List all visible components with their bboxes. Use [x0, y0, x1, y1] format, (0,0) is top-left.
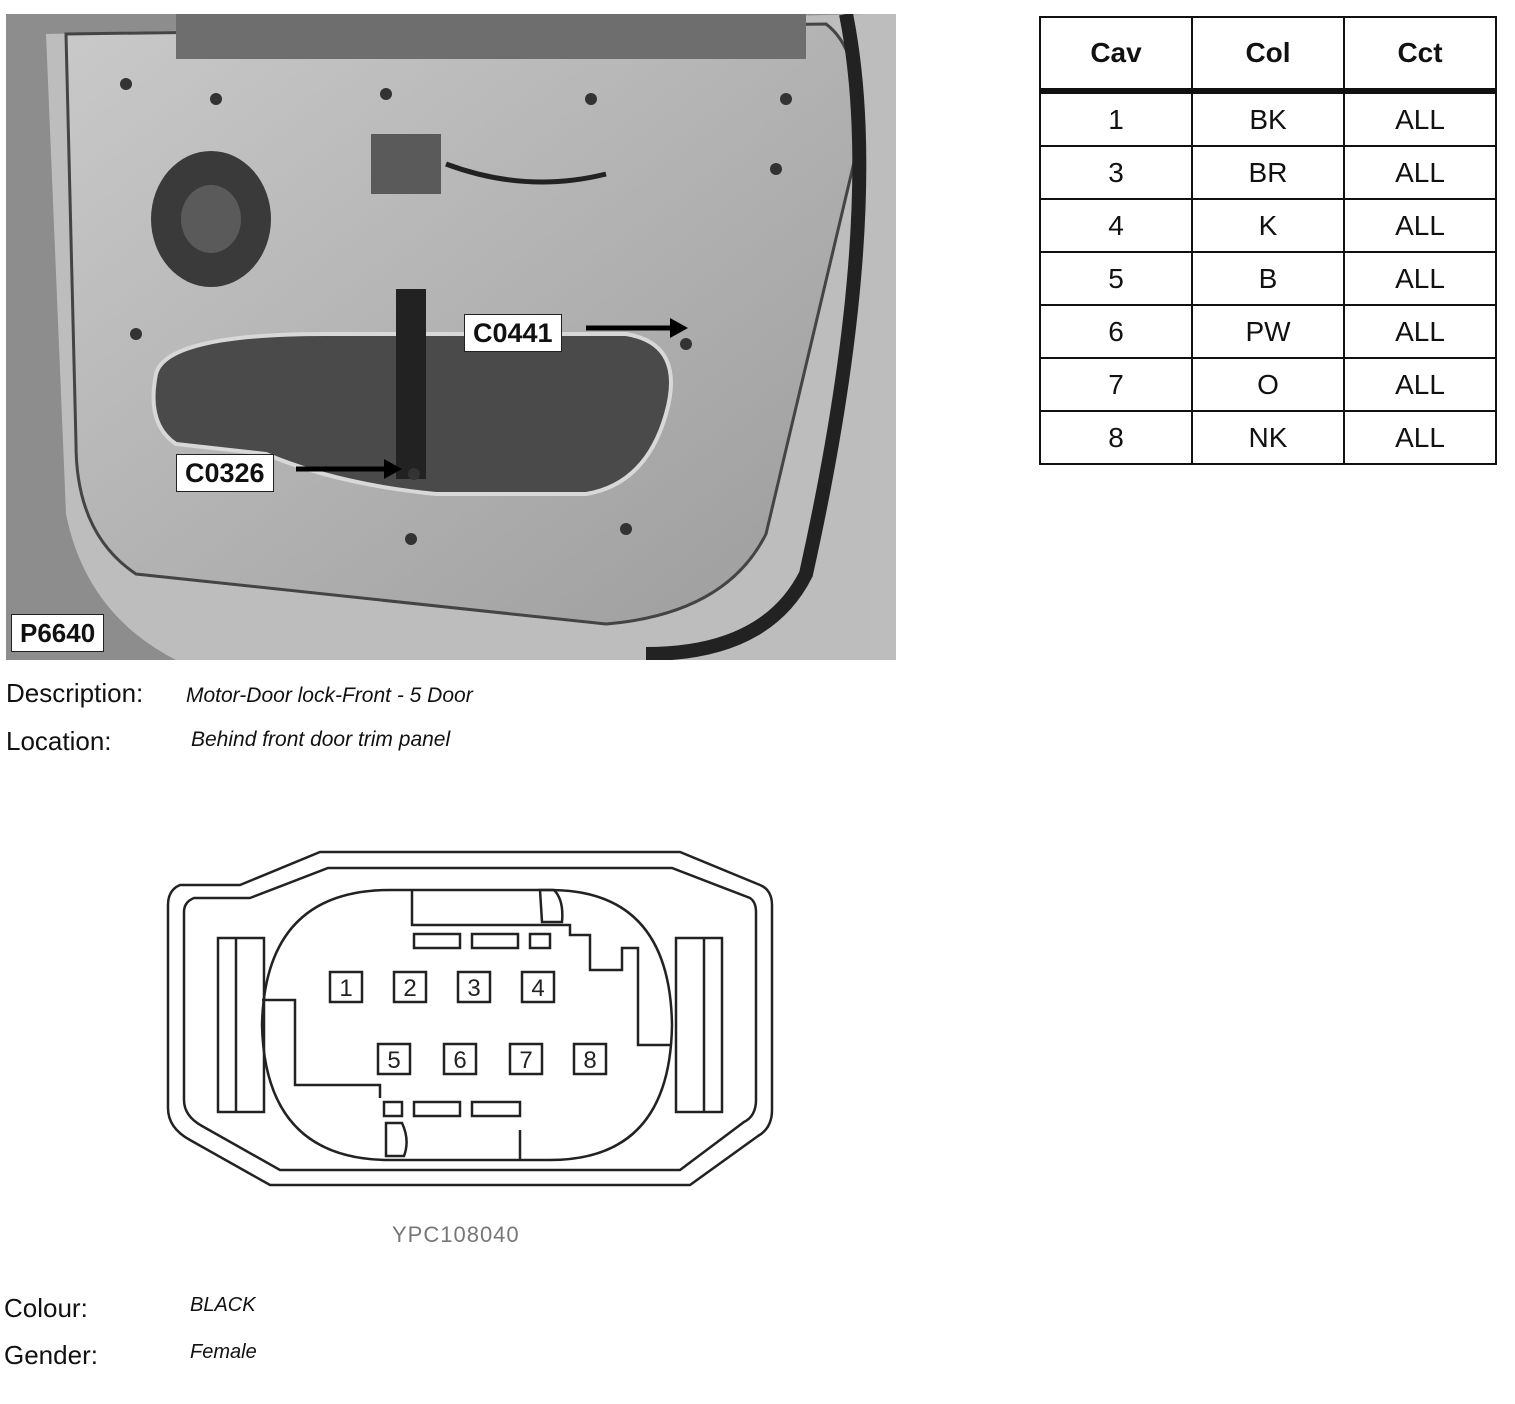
header-cav: Cav: [1039, 16, 1193, 94]
cell-cav: 8: [1039, 410, 1193, 465]
cell-col: O: [1191, 357, 1345, 412]
pin-label: 1: [339, 975, 352, 1002]
cell-cct: ALL: [1343, 410, 1497, 465]
pin-label: 8: [583, 1047, 596, 1074]
door-panel-illustration: [6, 14, 896, 660]
table-header-row: Cav Col Cct: [1039, 16, 1497, 94]
table-row: 4 K ALL: [1039, 198, 1497, 253]
pin-8-cavity: [572, 1042, 608, 1076]
table-row: 1 BK ALL: [1039, 90, 1497, 147]
pin-label: 3: [467, 975, 480, 1002]
figure-id: P6640: [11, 614, 105, 652]
cell-col: NK: [1191, 410, 1345, 465]
pin-1-cavity: [328, 970, 364, 1004]
cell-col: B: [1191, 251, 1345, 306]
pin-5-cavity: [376, 1042, 412, 1076]
table-row: 8 NK ALL: [1039, 410, 1497, 465]
connector-part-number: YPC108040: [392, 1222, 520, 1247]
pin-label: 6: [453, 1047, 466, 1074]
cell-col: PW: [1191, 304, 1345, 359]
pin-3-cavity: [456, 970, 492, 1004]
cell-cav: 3: [1039, 145, 1193, 200]
colour-label: Colour:: [4, 1293, 88, 1323]
table-row: 3 BR ALL: [1039, 145, 1497, 200]
table-row: 6 PW ALL: [1039, 304, 1497, 359]
pinout-table: Cav Col Cct 1 BK ALL 3 BR ALL 4 K ALL 5 …: [1039, 16, 1497, 465]
cell-cct: ALL: [1343, 90, 1497, 147]
connector-face-diagram: 1 2 3 4 5 6 7 8: [166, 850, 774, 1187]
pin-label: 7: [519, 1047, 532, 1074]
cell-cct: ALL: [1343, 251, 1497, 306]
location-label: Location:: [6, 726, 112, 756]
cell-cct: ALL: [1343, 357, 1497, 412]
cell-cav: 5: [1039, 251, 1193, 306]
pin-label: 2: [403, 975, 416, 1002]
description-value: Motor-Door lock-Front - 5 Door: [186, 684, 473, 707]
colour-value: BLACK: [190, 1294, 256, 1316]
callout-c0441: C0441: [464, 314, 562, 352]
pin-7-cavity: [508, 1042, 544, 1076]
cell-cct: ALL: [1343, 304, 1497, 359]
pin-label: 4: [531, 975, 544, 1002]
cell-col: BR: [1191, 145, 1345, 200]
pin-6-cavity: [442, 1042, 478, 1076]
cell-col: BK: [1191, 90, 1345, 147]
cell-cct: ALL: [1343, 145, 1497, 200]
pin-cavities: [328, 970, 608, 1076]
door-photo: C0441 C0326 P6640: [6, 14, 896, 660]
pin-2-cavity: [392, 970, 428, 1004]
pin-4-cavity: [520, 970, 556, 1004]
header-col: Col: [1191, 16, 1345, 94]
cell-cav: 4: [1039, 198, 1193, 253]
description-label: Description:: [6, 678, 144, 708]
cell-cav: 7: [1039, 357, 1193, 412]
cell-cav: 6: [1039, 304, 1193, 359]
gender-value: Female: [190, 1341, 257, 1363]
header-cct: Cct: [1343, 16, 1497, 94]
cell-cav: 1: [1039, 90, 1193, 147]
gender-label: Gender:: [4, 1340, 98, 1370]
table-row: 7 O ALL: [1039, 357, 1497, 412]
table-row: 5 B ALL: [1039, 251, 1497, 306]
callout-c0326: C0326: [176, 454, 274, 492]
cell-cct: ALL: [1343, 198, 1497, 253]
pin-label: 5: [387, 1047, 400, 1074]
cell-col: K: [1191, 198, 1345, 253]
location-value: Behind front door trim panel: [191, 728, 451, 751]
